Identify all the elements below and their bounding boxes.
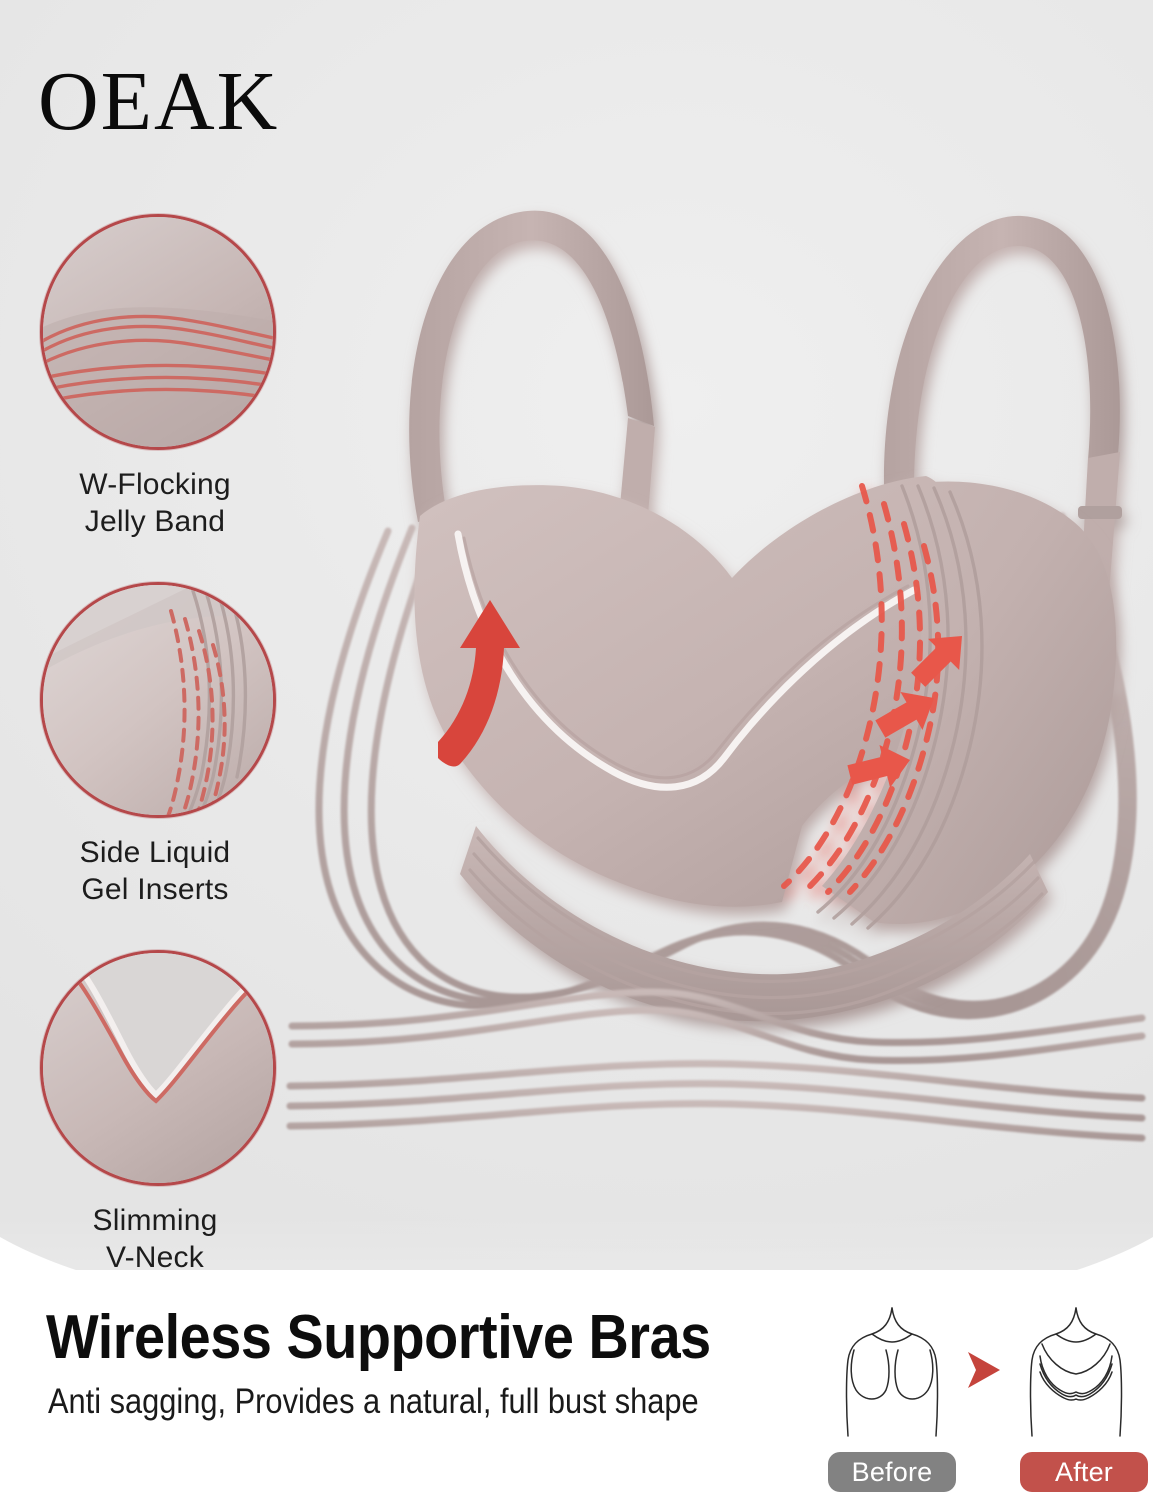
brand-logo: OEAK — [38, 55, 280, 148]
feature-label: Side Liquid Gel Inserts — [79, 836, 231, 906]
footer-bar: Wireless Supportive Bras Anti sagging, P… — [0, 1270, 1153, 1500]
feature-label: W-Flocking Jelly Band — [79, 468, 231, 538]
v-neck-circle-icon — [40, 950, 276, 1186]
torso-sagging-icon — [845, 1307, 939, 1437]
after-badge: After — [1020, 1452, 1148, 1492]
product-illustration — [262, 186, 1153, 1246]
before-badge: Before — [828, 1452, 956, 1492]
feature-callout-w-flocking-jelly-band: W-Flocking Jelly Band — [40, 214, 276, 540]
torso-with-bra-icon — [1029, 1307, 1123, 1437]
jelly-band-wave-lines — [286, 988, 1146, 1142]
feature-label: Slimming V-Neck — [92, 1204, 218, 1274]
wavy-band-circle-icon — [40, 214, 276, 450]
before-after-comparison: Before After — [828, 1300, 1148, 1500]
feature-callout-side-liquid-gel-inserts: Side Liquid Gel Inserts — [40, 582, 276, 908]
feature-callout-slimming-v-neck: Slimming V-Neck — [40, 950, 276, 1276]
curved-up-arrow-icon — [438, 600, 520, 767]
bra-body — [414, 476, 1117, 1022]
chevron-right-arrow-icon — [968, 1352, 1000, 1388]
triple-arrow-up-left-icon — [847, 636, 962, 788]
footer-subline: Anti sagging, Provides a natural, full b… — [48, 1382, 699, 1421]
support-cradle-outline-icon — [315, 512, 1137, 1020]
footer-headline: Wireless Supportive Bras — [46, 1303, 711, 1372]
side-gel-dashed-circle-icon — [40, 582, 276, 818]
